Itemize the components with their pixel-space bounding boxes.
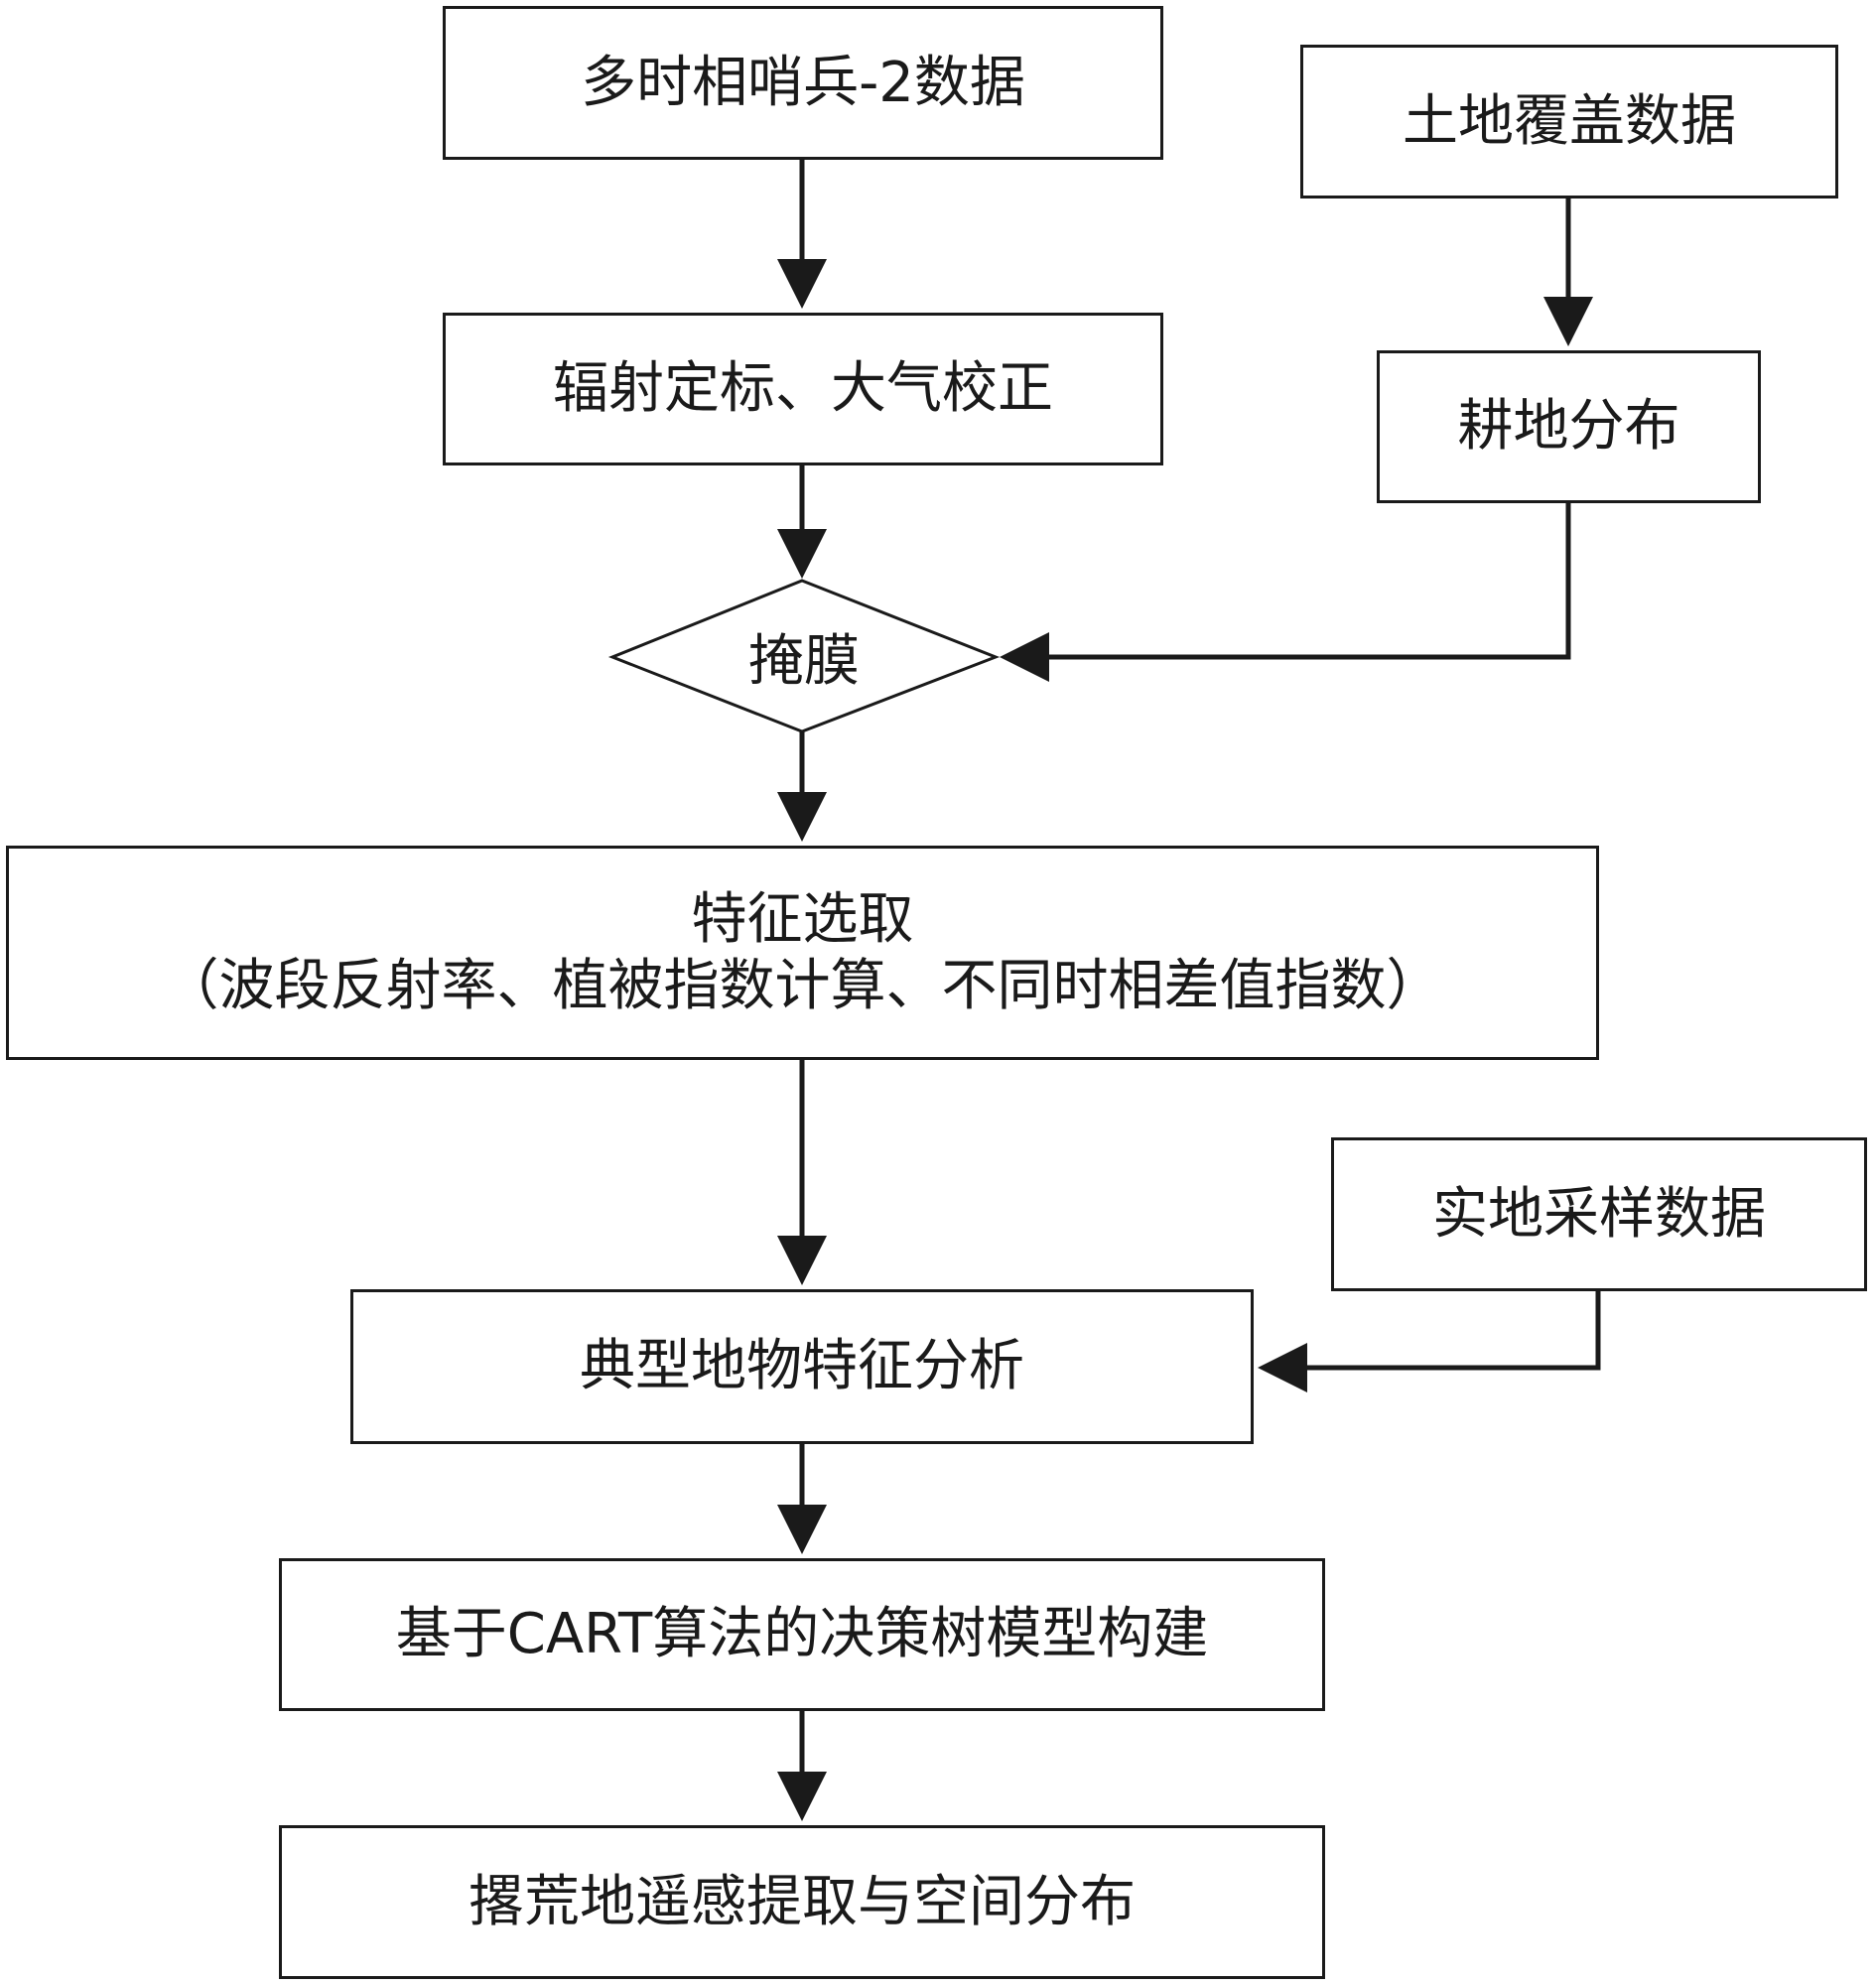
sentinel-data-label: 多时相哨兵-2数据	[581, 50, 1025, 115]
mask-diamond-shape	[607, 579, 1001, 733]
mask-node: 掩膜	[612, 581, 996, 731]
typical-feature-analysis-node: 典型地物特征分析	[350, 1289, 1254, 1444]
cart-model-node: 基于CART算法的决策树模型构建	[279, 1558, 1325, 1711]
feature-selection-title: 特征选取	[691, 886, 914, 952]
land-cover-data-node: 土地覆盖数据	[1300, 45, 1838, 198]
typical-feature-analysis-label: 典型地物特征分析	[580, 1334, 1024, 1399]
field-sampling-data-node: 实地采样数据	[1331, 1137, 1867, 1291]
land-cover-data-label: 土地覆盖数据	[1403, 88, 1736, 154]
cart-model-label: 基于CART算法的决策树模型构建	[395, 1602, 1209, 1667]
feature-selection-detail: （波段反射率、植被指数计算、不同时相差值指数）	[163, 954, 1442, 1018]
field-sampling-data-label: 实地采样数据	[1432, 1181, 1766, 1247]
radiometric-correction-node: 辐射定标、大气校正	[443, 313, 1163, 465]
cropland-distribution-node: 耕地分布	[1377, 350, 1761, 503]
sentinel-data-node: 多时相哨兵-2数据	[443, 6, 1163, 160]
arrow-cropland-to-mask	[1000, 503, 1571, 682]
cropland-distribution-label: 耕地分布	[1457, 394, 1680, 460]
mask-label: 掩膜	[748, 628, 860, 694]
abandoned-land-extraction-label: 撂荒地遥感提取与空间分布	[469, 1869, 1136, 1934]
arrow-sampling-to-typical-analysis	[1258, 1291, 1601, 1392]
abandoned-land-extraction-node: 撂荒地遥感提取与空间分布	[279, 1825, 1325, 1979]
feature-selection-node: 特征选取 （波段反射率、植被指数计算、不同时相差值指数）	[6, 846, 1599, 1060]
radiometric-correction-label: 辐射定标、大气校正	[553, 356, 1053, 422]
